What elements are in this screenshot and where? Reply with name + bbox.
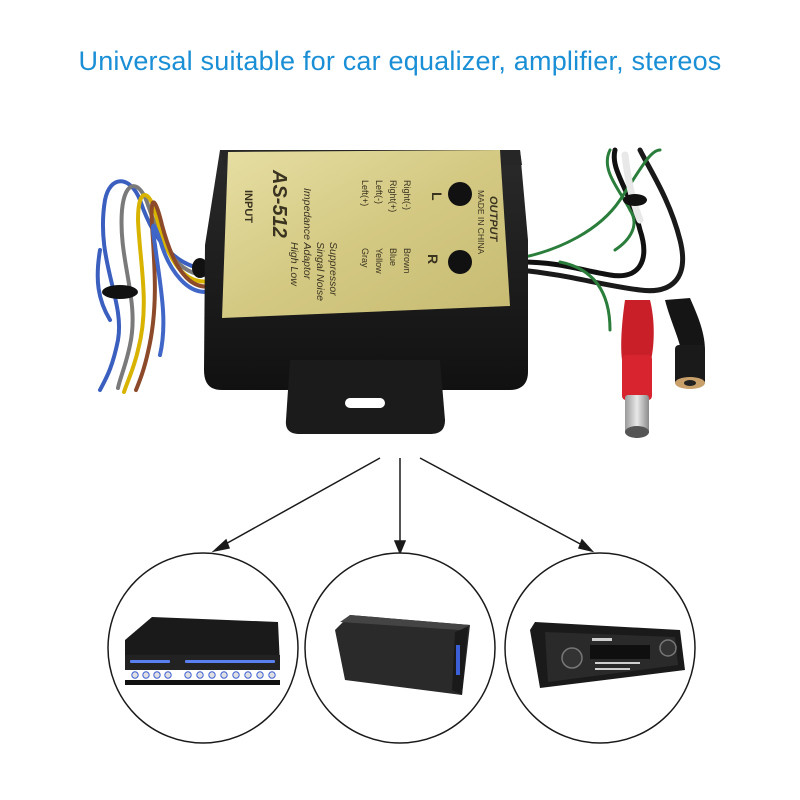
rca-connector-red [621,300,654,438]
wire-channel-3: Right(+) [388,180,398,212]
right-channel-label: R [425,254,441,264]
stereo-circle [504,552,696,744]
desc-line-2: Impedance Adaptor [301,188,313,280]
input-wire-bundle [95,179,217,394]
label-plate [222,150,510,318]
input-label: INPUT [242,190,254,223]
rca-connector-black [665,298,705,389]
desc-line-4: Suppressor [327,242,339,296]
output-labels: MADE IN CHINA OUTPUT [476,190,499,255]
equalizer-circle [107,552,299,744]
made-in-label: MADE IN CHINA [476,190,486,255]
output-label: OUTPUT [487,196,499,243]
right-output-jack [448,250,472,274]
wire-color-4: Brown [402,248,412,274]
model-label: AS-512 [268,169,290,238]
wire-channel-2: Left(-) [374,180,384,204]
desc-line-1: High Low [288,242,300,287]
wire-color-3: Blue [388,248,398,266]
left-output-jack [448,182,472,206]
left-channel-label: L [429,192,445,201]
wire-channel-4: Right(-) [402,180,412,210]
wire-legend: Left(+) Left(-) Right(+) Right(-) Gray Y… [360,180,412,274]
adapter-device [204,150,528,434]
pointer-arrows [211,457,595,555]
wire-channel-1: Left(+) [360,180,370,206]
output-wire-bundle [517,147,686,332]
plate-labels: INPUT AS-512 High Low Impedance Adaptor … [242,169,339,301]
wire-color-1: Gray [360,248,370,268]
amplifier-circle [304,552,496,744]
desc-line-3: Singal Noise [314,242,326,301]
wire-color-2: Yellow [374,248,384,274]
headline: Universal suitable for car equalizer, am… [78,46,722,76]
